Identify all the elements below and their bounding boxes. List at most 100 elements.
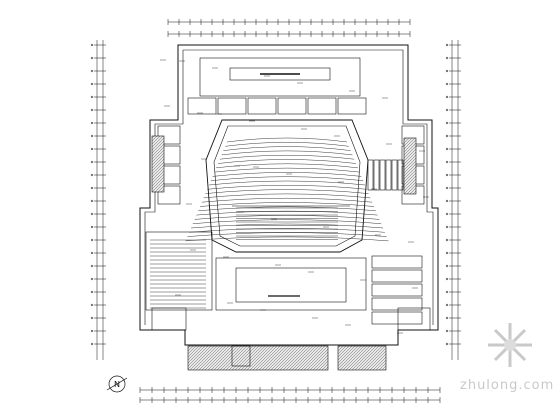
axis-bubble	[90, 186, 94, 190]
seat-row	[196, 210, 378, 216]
entry-vestibule	[231, 345, 251, 367]
stage-house	[199, 57, 361, 97]
north-label: N	[114, 380, 120, 389]
north-arrow: N	[106, 375, 128, 393]
stair-core-left-hatch	[151, 146, 165, 160]
entrance-canopy-hatch	[258, 345, 284, 371]
stair-core-right-hatch	[409, 187, 417, 195]
entrance-canopy-right-hatch	[369, 353, 387, 371]
axis-bubble	[445, 290, 449, 294]
dimension-lines	[90, 19, 461, 403]
right-wing-room	[371, 269, 423, 283]
seat-row	[223, 146, 351, 151]
stair-core-left-hatch	[151, 143, 165, 157]
seat-row	[210, 176, 364, 181]
axis-bubble	[90, 173, 94, 177]
upper-room	[217, 97, 247, 115]
entrance-canopy-hatch	[187, 345, 194, 352]
entrance-canopy-hatch	[300, 345, 326, 371]
axis-bubble	[90, 290, 94, 294]
axis-bubble	[90, 43, 94, 47]
axis-bubble	[445, 173, 449, 177]
plan-linework	[139, 44, 439, 371]
axis-bubble	[90, 134, 94, 138]
stair-core-left-hatch	[151, 135, 155, 139]
entrance-canopy-hatch	[273, 345, 299, 371]
entrance-canopy-hatch	[264, 345, 290, 371]
seat-row	[194, 215, 380, 220]
axis-bubble	[445, 264, 449, 268]
entrance-canopy-hatch	[195, 345, 221, 371]
stair-core-left-hatch	[154, 182, 165, 193]
axis-bubble	[445, 199, 449, 203]
entrance-canopy-hatch	[261, 345, 287, 371]
seat-row	[217, 159, 357, 164]
axis-bubble	[90, 264, 94, 268]
axis-bubble	[445, 95, 449, 99]
entrance-canopy-hatch	[315, 357, 329, 371]
foyer-inner	[235, 267, 347, 303]
entrance-canopy-hatch	[270, 345, 296, 371]
axis-bubble	[445, 160, 449, 164]
stair-core-left-hatch	[151, 135, 161, 145]
entrance-canopy-hatch	[252, 345, 278, 371]
side-room-left	[157, 185, 181, 205]
right-wing-room	[371, 255, 423, 269]
seat-row	[192, 219, 382, 224]
stair-core-left-hatch	[151, 155, 165, 169]
stair-core-right-hatch	[403, 145, 417, 159]
right-small-room	[391, 159, 398, 191]
entrance-canopy-right-hatch	[337, 345, 350, 358]
watermark-text: zhulong.com	[460, 378, 554, 393]
entrance-canopy-hatch	[303, 345, 329, 371]
entrance-canopy-right-hatch	[342, 345, 368, 371]
stair-core-right-hatch	[403, 172, 417, 186]
entrance-canopy-hatch	[204, 345, 230, 371]
entrance-canopy-right-hatch	[337, 345, 353, 361]
entrance-canopy-right-hatch	[337, 345, 347, 355]
seat-row	[221, 150, 353, 156]
upper-room	[277, 97, 307, 115]
axis-bubble	[90, 56, 94, 60]
entry-block-left	[151, 307, 187, 331]
stage-lift	[229, 67, 331, 81]
entrance-canopy-right-hatch	[345, 345, 371, 371]
entrance-canopy-hatch	[288, 345, 314, 371]
seat-row	[198, 206, 376, 212]
entrance-canopy-hatch	[255, 345, 281, 371]
axis-bubble	[445, 186, 449, 190]
entrance-canopy-hatch	[216, 345, 242, 371]
entrance-canopy-hatch	[285, 345, 311, 371]
entrance-canopy-hatch	[210, 345, 236, 371]
axis-bubble	[90, 316, 94, 320]
right-wing-room	[371, 283, 423, 297]
stair-core-right-hatch	[403, 157, 417, 171]
entrance-canopy-right-hatch	[337, 345, 362, 370]
entrance-canopy-hatch	[187, 345, 200, 358]
entrance-canopy-hatch	[282, 345, 308, 371]
entrance-canopy-right-hatch	[375, 359, 387, 371]
entrance-canopy-hatch	[324, 366, 329, 371]
entrance-canopy-right-hatch	[337, 345, 344, 352]
stair-core-right-hatch	[403, 137, 416, 150]
seat-row	[190, 223, 384, 229]
inner-wall	[183, 49, 434, 325]
entrance-canopy-hatch	[225, 345, 251, 371]
auditorium-seating	[150, 137, 389, 309]
entrance-canopy-hatch	[291, 345, 317, 371]
entrance-canopy-hatch	[213, 345, 239, 371]
stair-core-right-hatch	[403, 169, 417, 183]
stair-core-right-hatch	[403, 137, 407, 141]
axis-bubble	[90, 342, 94, 346]
axis-bubble	[90, 329, 94, 333]
entrance-canopy-hatch	[187, 345, 206, 364]
axis-bubble	[90, 303, 94, 307]
axis-bubble	[90, 251, 94, 255]
axis-bubble	[90, 199, 94, 203]
entrance-canopy-hatch	[187, 345, 197, 355]
seat-row	[203, 193, 371, 199]
upper-room	[247, 97, 277, 115]
seat-row	[199, 202, 375, 207]
entrance-canopy-hatch	[201, 345, 227, 371]
